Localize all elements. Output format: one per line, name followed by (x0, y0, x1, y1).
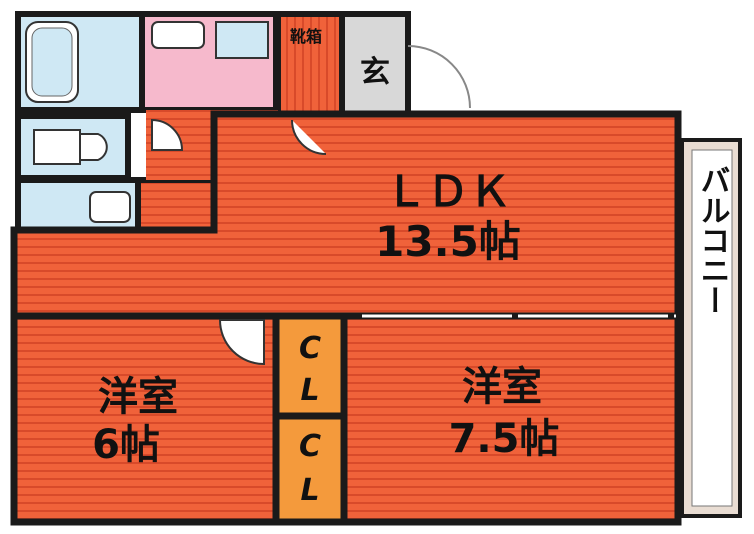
kitchen-area (135, 177, 217, 233)
genkan-label: 玄 (360, 55, 390, 90)
western-room-right (340, 312, 682, 526)
balcony-inner (691, 149, 733, 507)
ldk-door-swing (291, 119, 327, 155)
closet-top-label-c: C (299, 331, 321, 366)
sink-icon (89, 191, 131, 223)
closet-bottom-label-l: L (300, 473, 319, 508)
western-left-size: 6帖 (92, 422, 160, 468)
western-right-name: 洋室 (462, 364, 542, 410)
washbasin-icon (151, 21, 205, 49)
western-right-size: 7.5帖 (449, 416, 560, 462)
toilet-icon (33, 129, 108, 165)
entrance-door-swing (407, 45, 471, 109)
balcony-label: バルコニー (695, 165, 730, 315)
western-left-name: 洋室 (98, 374, 178, 420)
closet-bottom-label-c: C (299, 429, 321, 464)
ldk-lower (14, 230, 678, 316)
ldk-name: ＬＤＫ (385, 167, 511, 216)
bathtub-inner (31, 27, 73, 97)
closet-top-label-l: L (300, 373, 319, 408)
shoebox-label: 靴箱 (290, 27, 322, 46)
washing-machine-icon (215, 21, 269, 59)
ldk-size: 13.5帖 (375, 217, 521, 266)
western-left-door-swing (218, 319, 265, 366)
hall-door-swing (151, 118, 184, 151)
